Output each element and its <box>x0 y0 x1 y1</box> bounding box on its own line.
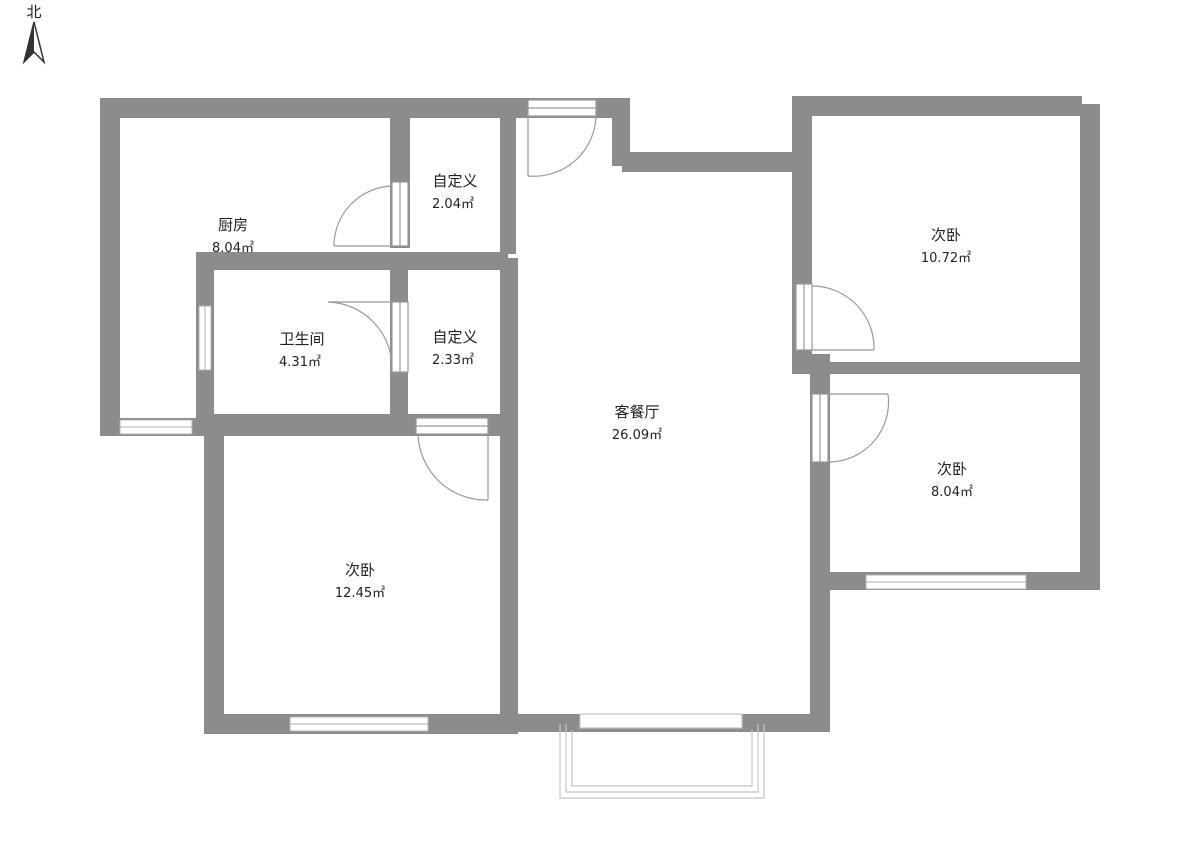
room-area-bathroom: 4.31㎡ <box>279 355 321 370</box>
wall <box>1080 104 1100 590</box>
room-area-bedroom-sw: 12.45㎡ <box>335 586 385 601</box>
door-swing <box>333 185 393 247</box>
walls <box>100 96 1100 734</box>
room-area-kitchen: 8.04㎡ <box>212 241 254 256</box>
wall <box>390 98 510 118</box>
doors <box>327 99 890 501</box>
wall <box>500 98 516 254</box>
room-name-bedroom-e: 次卧 <box>937 460 967 478</box>
door-swing <box>829 393 890 463</box>
wall <box>810 362 1100 374</box>
compass: 北 <box>22 3 46 65</box>
room-name-bedroom-sw: 次卧 <box>345 561 375 579</box>
wall <box>612 98 630 166</box>
door-swing <box>811 285 875 351</box>
room-area-custom-upper: 2.04㎡ <box>432 197 474 212</box>
compass-arrow-shade <box>24 22 34 62</box>
compass-north-label: 北 <box>26 3 41 21</box>
balcony-outline <box>565 724 759 793</box>
room-area-custom-lower: 2.33㎡ <box>432 353 474 368</box>
balcony-outline <box>571 730 753 787</box>
room-area-bedroom-e: 8.04㎡ <box>931 485 973 500</box>
wall <box>100 98 390 118</box>
windows <box>119 305 1027 732</box>
balcony-bay <box>559 713 765 799</box>
wall <box>500 258 518 732</box>
wall <box>100 98 120 436</box>
room-name-bathroom: 卫生间 <box>279 330 324 348</box>
wall <box>204 414 224 734</box>
room-area-living: 26.09㎡ <box>612 428 662 443</box>
room-name-living: 客餐厅 <box>614 403 659 421</box>
room-labels: 厨房 8.04㎡ 自定义 2.04㎡ 卫生间 4.31㎡ 自定义 2.33㎡ 客… <box>212 172 973 601</box>
room-name-bedroom-ne: 次卧 <box>931 226 961 244</box>
balcony-outline <box>559 724 765 799</box>
room-area-bedroom-ne: 10.72㎡ <box>921 251 971 266</box>
door-swing <box>527 113 597 177</box>
door-swing <box>327 301 393 371</box>
balcony-window <box>579 713 743 729</box>
wall <box>792 96 1082 116</box>
room-name-kitchen: 厨房 <box>218 216 248 234</box>
wall <box>622 152 804 172</box>
wall <box>196 252 508 270</box>
room-name-custom-upper: 自定义 <box>432 172 477 190</box>
door-swing <box>417 433 489 501</box>
room-name-custom-lower: 自定义 <box>432 328 477 346</box>
